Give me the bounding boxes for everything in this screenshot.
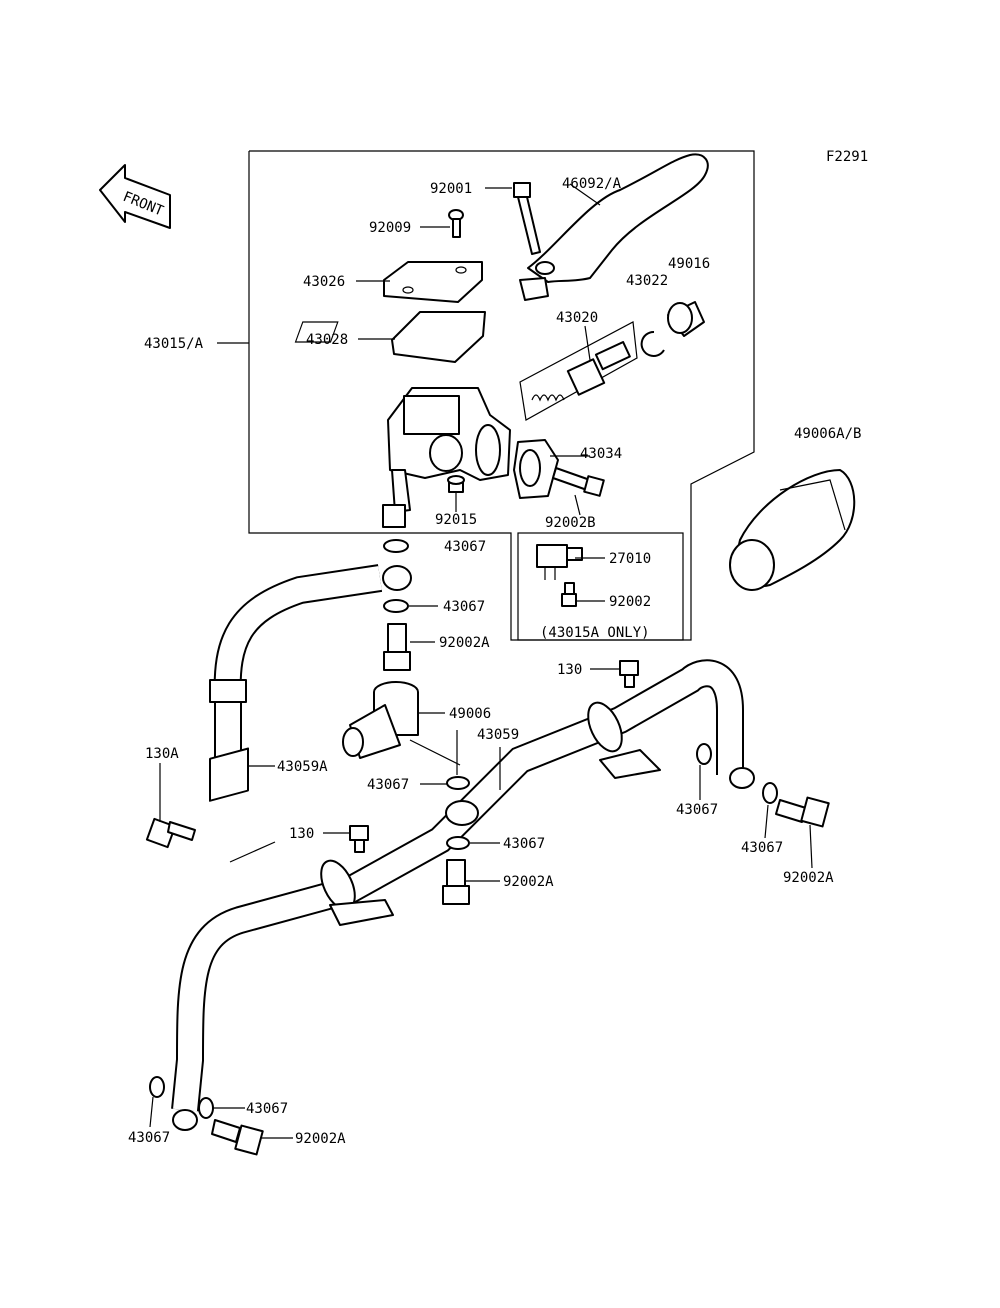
banjo-bottom <box>172 1109 198 1131</box>
label-43026: 43026 <box>303 274 345 290</box>
screw-92002 <box>561 582 577 607</box>
label-49006AB: 49006A/B <box>794 426 861 442</box>
washer-right1 <box>696 743 712 765</box>
bolt-92002B <box>552 467 605 497</box>
junction-49006 <box>342 681 419 759</box>
banjo-mid <box>445 800 479 826</box>
banjo-bolt-bottom <box>211 1119 264 1156</box>
banjo-bolt-top <box>383 623 411 671</box>
reservoir-cap <box>383 261 483 303</box>
circlip <box>640 330 665 357</box>
label-130A: 130A <box>145 746 179 762</box>
hose-43059A <box>209 564 383 802</box>
label-43020: 43020 <box>556 310 598 326</box>
washer-mid2 <box>446 836 470 850</box>
brake-light-switch <box>536 544 583 580</box>
washer-bottom-left <box>149 1076 165 1098</box>
label-43067-b: 43067 <box>443 599 485 615</box>
label-43067-mid: 43067 <box>367 777 409 793</box>
banjo-bolt-right <box>775 796 830 828</box>
label-43067-top: 43067 <box>444 539 486 555</box>
label-43015A: 43015/A <box>144 336 204 352</box>
screw-92009 <box>448 209 464 238</box>
washer-bottom-center <box>198 1097 214 1119</box>
front-arrow-icon: FRONT <box>99 164 171 229</box>
bolt-92001 <box>513 182 541 255</box>
brake-lever <box>519 153 709 301</box>
label-49016: 49016 <box>668 256 710 272</box>
washer-top <box>383 539 409 553</box>
label-43067-r1: 43067 <box>676 802 718 818</box>
label-46092A: 46092/A <box>562 176 622 192</box>
label-43059: 43059 <box>477 727 519 743</box>
banjo-right <box>729 767 755 789</box>
bracket-lower <box>329 899 394 926</box>
bracket-upper <box>599 749 661 779</box>
label-92002B: 92002B <box>545 515 596 531</box>
screw-92015 <box>447 475 465 493</box>
washer-mid <box>446 776 470 790</box>
piston-assembly <box>531 340 631 402</box>
label-92002A-top: 92002A <box>439 635 490 651</box>
lever-boot <box>729 469 856 591</box>
figure-code: F2291 <box>826 149 868 165</box>
master-cylinder-body <box>382 387 511 528</box>
label-92002A-bottom: 92002A <box>295 1131 346 1147</box>
label-92002A-right: 92002A <box>783 870 834 886</box>
label-43022: 43022 <box>626 273 668 289</box>
label-92002: 92002 <box>609 594 651 610</box>
piston-kit-box <box>519 321 638 421</box>
label-43067-bl: 43067 <box>128 1130 170 1146</box>
leader-lines <box>149 183 813 1139</box>
label-43034: 43034 <box>580 446 622 462</box>
label-43028: 43028 <box>306 332 348 348</box>
switch-subframe <box>517 532 684 641</box>
label-43059A: 43059A <box>277 759 328 775</box>
label-49006: 49006 <box>449 706 491 722</box>
assembly-frame <box>248 150 755 641</box>
banjo-bolt-mid <box>442 859 470 905</box>
label-92015: 92015 <box>435 512 477 528</box>
washer-top-lower <box>383 599 409 613</box>
label-43067-r2: 43067 <box>741 840 783 856</box>
label-27010: 27010 <box>609 551 651 567</box>
dust-boot <box>667 301 705 337</box>
label-130-top: 130 <box>557 662 582 678</box>
washer-right2 <box>762 782 778 804</box>
clamp-holder <box>513 439 559 499</box>
label-43067-mid2: 43067 <box>503 836 545 852</box>
label-130-mid: 130 <box>289 826 314 842</box>
label-92002A-mid: 92002A <box>503 874 554 890</box>
label-92009: 92009 <box>369 220 411 236</box>
diaphragm <box>294 311 486 363</box>
label-43067-bc: 43067 <box>246 1101 288 1117</box>
bolt-130-mid <box>349 825 369 853</box>
bolt-130A <box>145 817 196 849</box>
bolt-130-top <box>619 660 639 688</box>
banjo-fitting <box>382 565 412 591</box>
label-92001: 92001 <box>430 181 472 197</box>
hose-43059 <box>171 659 755 1131</box>
label-43015A-only: (43015A ONLY) <box>540 625 650 641</box>
